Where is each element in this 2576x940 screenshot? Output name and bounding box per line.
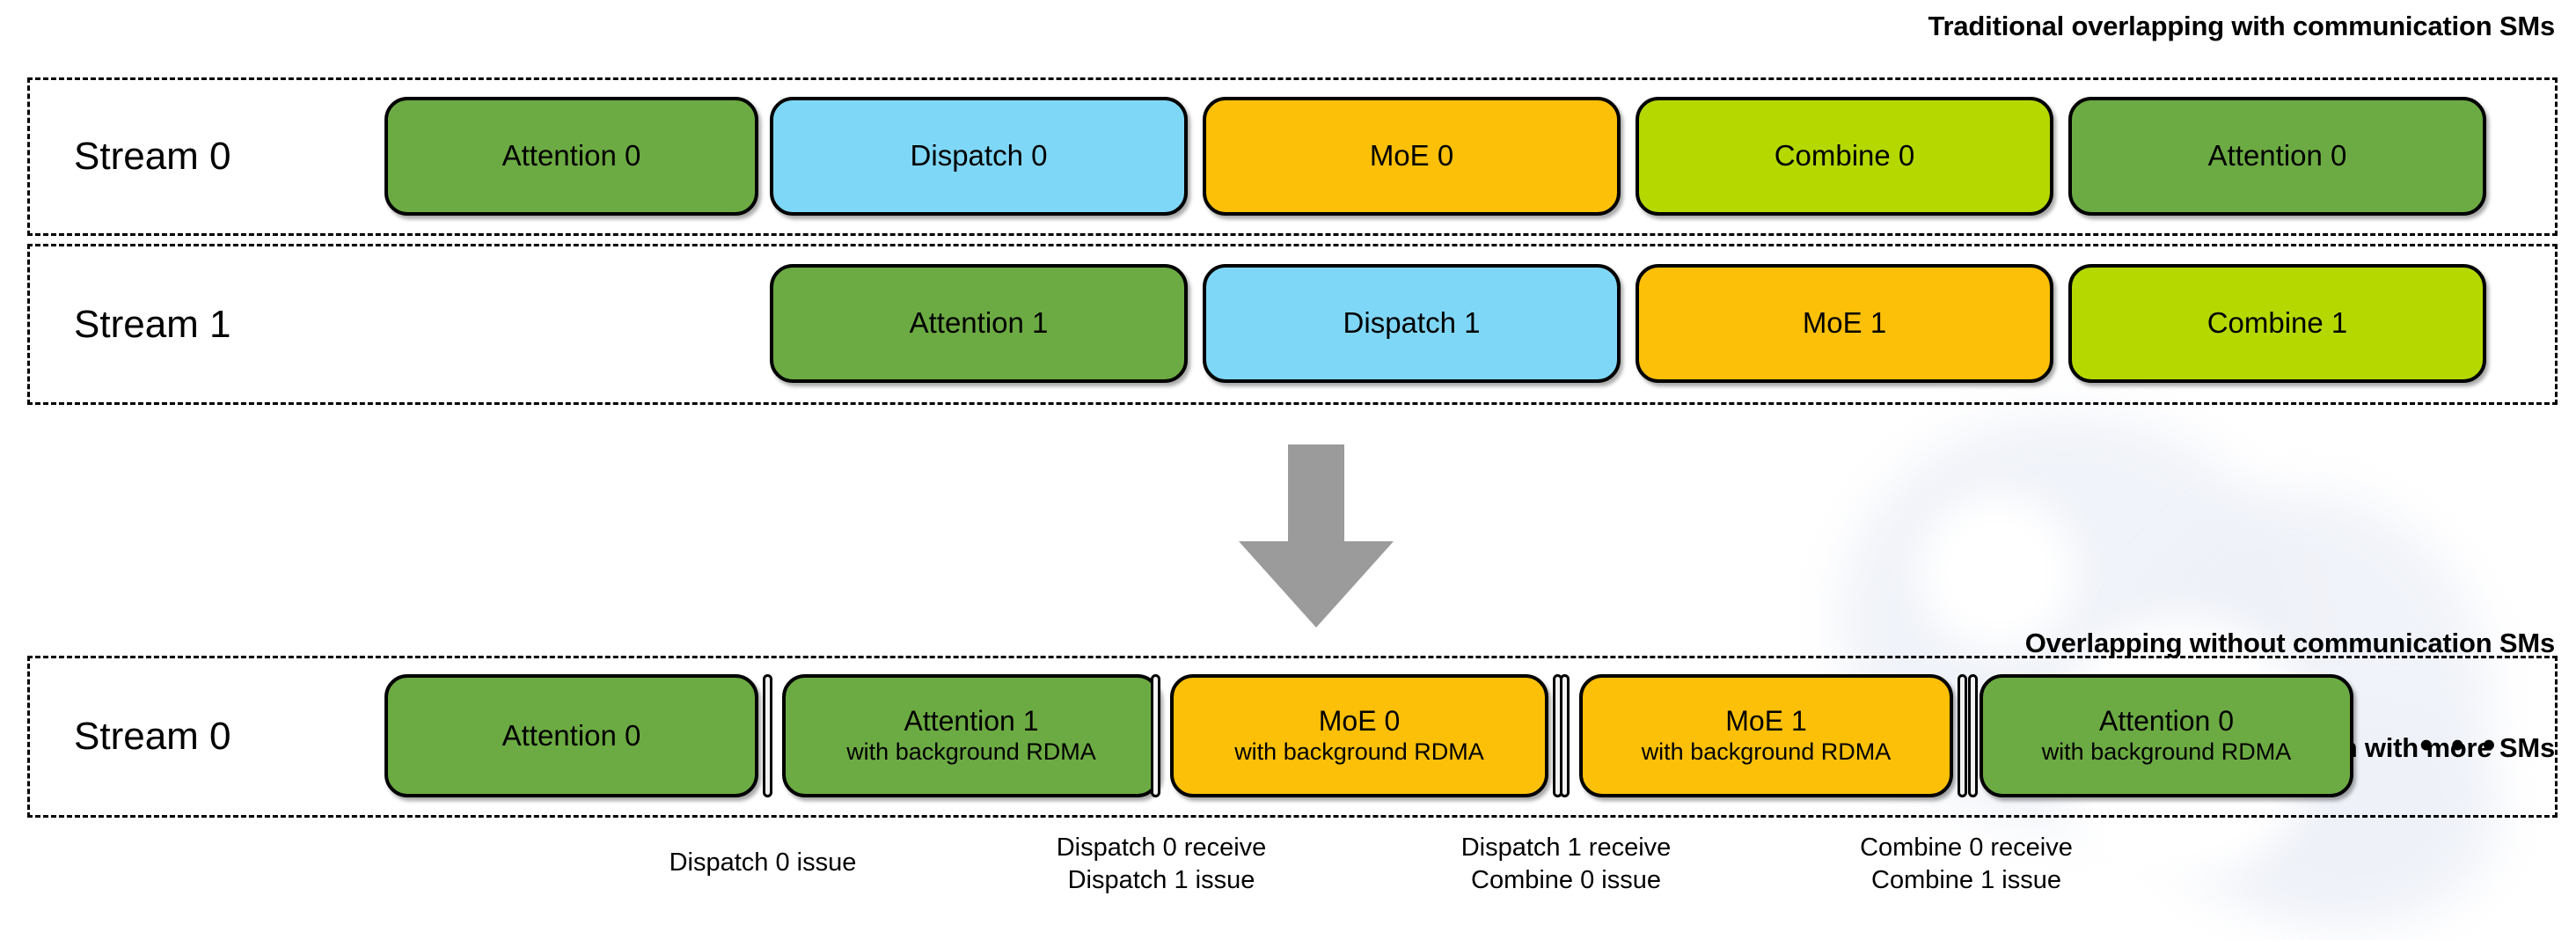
stream-row-1-container: Stream 1 — [27, 244, 2558, 405]
task-block-label: MoE 1 — [1725, 704, 1807, 737]
task-block-sublabel: with background RDMA — [1234, 738, 1484, 766]
task-block-label: Combine 1 — [2206, 306, 2348, 340]
stream-row-1-label: Stream 1 — [74, 302, 231, 346]
task-block-label: Attention 0 — [2099, 704, 2234, 737]
task-block-label: Attention 1 — [909, 306, 1049, 340]
task-block-combine-1: Combine 1 — [2068, 264, 2486, 383]
block-separator-bar — [763, 674, 772, 797]
timeline-annotation-line: Dispatch 1 receive — [1460, 834, 1672, 862]
task-block-dispatch-0: Dispatch 0 — [770, 97, 1188, 216]
stream-row-0-label: Stream 0 — [74, 135, 231, 178]
task-block-label: MoE 1 — [1802, 306, 1887, 340]
row-continuation-ellipsis: • • • — [2419, 723, 2499, 767]
stream-row-0-container: Stream 0 — [27, 77, 2558, 236]
block-separator-bar — [1958, 674, 1967, 797]
task-block-attention-0: Attention 0 — [384, 674, 758, 797]
task-block-moe-1: MoE 1 — [1636, 264, 2053, 383]
overlapping-without-sms-title-line1: Overlapping without communication SMs — [2024, 628, 2556, 659]
timeline-annotation-line: Combine 0 receive — [1860, 834, 2073, 862]
task-block-label: MoE 0 — [1369, 139, 1454, 173]
task-block-label: MoE 0 — [1318, 704, 1401, 737]
block-separator-bar — [1151, 674, 1160, 797]
task-block-moe-0: MoE 0 — [1203, 97, 1621, 216]
task-block-sublabel: with background RDMA — [2041, 738, 2292, 766]
task-block-attention-0: Attention 0 — [2068, 97, 2486, 216]
timeline-annotation: Dispatch 0 issue — [534, 847, 992, 879]
timeline-annotation-line: Dispatch 1 issue — [1067, 866, 1255, 895]
task-block-label: Attention 0 — [501, 139, 641, 173]
task-block-combine-0: Combine 0 — [1636, 97, 2053, 216]
block-separator-bar — [1968, 674, 1978, 797]
block-separator-bar — [1560, 674, 1570, 797]
downward-transition-arrow-icon — [1239, 444, 1394, 628]
task-block-label: Combine 0 — [1774, 139, 1915, 173]
timeline-annotation-line: Dispatch 0 issue — [669, 848, 857, 877]
timeline-annotation-line: Combine 0 issue — [1471, 866, 1661, 895]
stream-row-2-label: Stream 0 — [74, 715, 231, 758]
task-block-dispatch-1: Dispatch 1 — [1203, 264, 1621, 383]
task-block-sublabel: with background RDMA — [846, 738, 1096, 766]
task-block-label: Dispatch 0 — [910, 139, 1048, 173]
task-block-attention-1: Attention 1 — [770, 264, 1188, 383]
task-block-label: Dispatch 1 — [1343, 306, 1481, 340]
traditional-overlapping-title: Traditional overlapping with communicati… — [1928, 11, 2556, 41]
stream-row-2-container: Stream 0 — [27, 656, 2558, 818]
timeline-annotation-line: Combine 1 issue — [1871, 866, 2061, 895]
timeline-annotation-line: Dispatch 0 receive — [1056, 834, 1267, 862]
task-block-label: Attention 0 — [2207, 139, 2347, 173]
task-block-attention-0: Attention 0 — [384, 97, 758, 216]
task-block-sublabel: with background RDMA — [1641, 738, 1892, 766]
task-block-label: Attention 1 — [904, 704, 1039, 737]
task-block-label: Attention 0 — [501, 718, 641, 752]
